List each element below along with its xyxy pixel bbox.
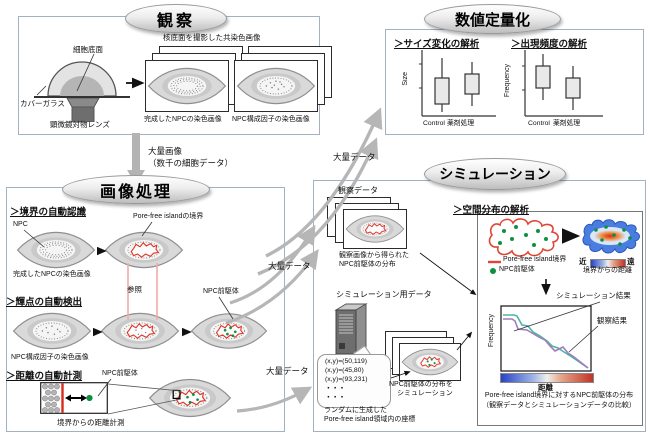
spatial-heading: ＞空間分布の解析 <box>453 205 530 216</box>
near-label: 近 <box>579 257 587 266</box>
quantification-box <box>385 29 644 135</box>
far-label: 遠 <box>627 257 635 266</box>
component-caption2: NPC構成因子の染色画像 <box>11 354 89 361</box>
cell-dome-illustration <box>47 61 117 97</box>
observed-caption1: 観察画像から得られた <box>339 252 409 259</box>
component-cell <box>12 312 92 350</box>
coord-line-1: (x,y)=(50,119) <box>325 358 367 365</box>
dist-from-boundary-label: 境界からの距離 <box>583 267 632 274</box>
random-caption1: ランダムに生成した <box>324 407 387 414</box>
frequency-boxplot <box>522 50 603 117</box>
costain-caption: 核底面を撮影した共染色画像 <box>163 33 261 42</box>
cover-glass-label: カバーガラス <box>20 99 65 108</box>
bulk-images-label: 大量画像 <box>148 146 183 156</box>
boundary-heading: ＞境界の自動認識 <box>10 207 87 218</box>
size-ylabel: Size <box>402 72 409 86</box>
precursor-label: NPC前駆体 <box>203 288 239 295</box>
result-graph <box>500 305 592 372</box>
graph-ylabel: Frequency <box>488 314 495 348</box>
coord-line-3: (x,y)=(93,231) <box>325 376 368 383</box>
graph-xlabel: 距離 <box>538 383 553 392</box>
freq-analysis-heading: ＞出現頻度の解析 <box>511 39 588 50</box>
spatial-caption1: Pore-free island境界に対するNPC前駆体の分布 <box>484 392 634 399</box>
completed-npc-cell-image <box>147 67 227 105</box>
distance-heading: ＞距離の自動計測 <box>6 371 83 382</box>
size-boxplot <box>419 50 496 117</box>
objective-lens-icon <box>66 98 100 122</box>
bulk-images-sub-label: （数千の細胞データ） <box>148 158 234 168</box>
pfi-boundary-label: Pore-free islandの境界 <box>133 213 204 220</box>
observation-title: 観察 <box>125 4 227 33</box>
distance-colorbar-axis <box>500 373 594 383</box>
bulk-data-mid: 大量データ <box>268 261 311 271</box>
sim-data-heading: シミュレーション用データ <box>336 290 432 299</box>
component-cell-image <box>236 67 316 105</box>
bulk-data-bottom: 大量データ <box>266 366 309 376</box>
computer-tower-icon <box>334 303 368 355</box>
bulk-data-top: 大量データ <box>333 152 376 162</box>
sim-dist-caption1: NPC前駆体の分布を <box>389 381 453 388</box>
size-xtick-drug: 薬剤処理 <box>447 120 475 127</box>
observed-caption2: NPC前駆体の分布 <box>339 261 396 268</box>
distance-caption: 境界からの距離計測 <box>57 418 125 427</box>
boundary-overlay-cell <box>100 312 180 350</box>
distance-zoom-box <box>40 382 108 414</box>
distance-heatmap-illustration <box>582 219 640 254</box>
completed-caption2: 完成したNPCの染色画像 <box>13 271 91 278</box>
boundary-legend-line <box>488 260 501 264</box>
observed-cell-image <box>345 215 405 243</box>
pfi-outline-illustration <box>488 218 559 257</box>
size-xtick-control: Control <box>423 120 445 127</box>
legend-boundary-label: Pore-free island境界 <box>503 256 567 263</box>
size-analysis-heading: ＞サイズ変化の解析 <box>394 39 480 50</box>
cell-bottom-label: 細胞底面 <box>73 45 103 54</box>
spatial-caption2: （観察データとシミュレーションデータの比較） <box>482 402 636 409</box>
freq-xtick-drug: 薬剤処理 <box>553 120 581 127</box>
coord-line-5: ・・・ <box>325 394 346 401</box>
freq-xtick-control: Control <box>528 120 550 127</box>
spots-heading: ＞輝点の自動検出 <box>6 297 83 308</box>
precursor-legend-dot <box>490 268 496 274</box>
reference-label: 参照 <box>127 285 142 294</box>
boundary-detected-cell <box>104 231 184 269</box>
npc-label: NPC <box>13 221 28 228</box>
component-caption: NPC構成因子の染色画像 <box>232 116 310 123</box>
precursor-detected-cell <box>190 313 268 349</box>
legend-precursor-label: NPC前駆体 <box>499 266 535 273</box>
coord-line-2: (x,y)=(45,80) <box>325 367 364 374</box>
distance-precursor-label: NPC前駆体 <box>102 370 138 377</box>
random-caption2: Pore-free island領域内の座標 <box>324 416 416 423</box>
simulated-cell-image <box>401 348 459 376</box>
sim-result-label: シミュレーション結果 <box>556 291 631 300</box>
completed-npc-cell <box>16 231 96 269</box>
coord-line-4: ・・・ <box>325 385 346 392</box>
cover-glass-line <box>34 96 130 98</box>
freq-ylabel: Frequency <box>504 64 511 98</box>
image-processing-title: 画像処理 <box>62 175 210 204</box>
observed-data-label: 観察データ <box>338 186 378 195</box>
sim-dist-caption2: シミュレーション <box>397 390 453 397</box>
distance-colorbar-small <box>590 259 626 268</box>
completed-npc-caption: 完成したNPCの染色画像 <box>144 116 222 123</box>
coords-bubble <box>317 354 391 408</box>
distance-target-cell <box>148 378 232 418</box>
quantification-title: 数値定量化 <box>424 4 561 34</box>
obs-result-label: 観察結果 <box>597 316 627 325</box>
objective-lens-label: 顕微鏡対物レンズ <box>50 120 110 129</box>
simulation-title: シミュレーション <box>424 158 566 190</box>
